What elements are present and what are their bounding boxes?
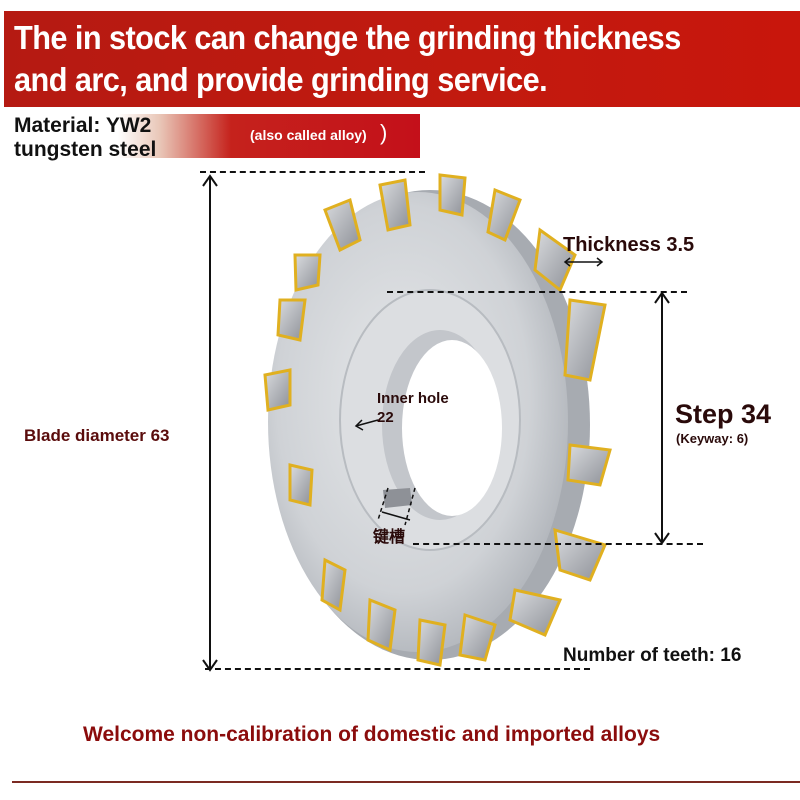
header-line-2: and arc, and provide grinding service. <box>14 61 548 98</box>
bottom-divider <box>12 781 800 783</box>
blade-diameter-arrow <box>202 174 218 672</box>
step-bottom-dashline <box>413 543 703 545</box>
blade-hub <box>339 289 521 551</box>
header-banner: The in stock can change the grinding thi… <box>4 11 800 107</box>
alloy-alias-paren: ) <box>380 120 388 145</box>
inner-hole-label: Inner hole <box>377 390 449 407</box>
thickness-label: Thickness 3.5 <box>563 234 695 256</box>
header-line-1: The in stock can change the grinding thi… <box>14 19 681 56</box>
inner-hole-value: 22 <box>377 409 394 426</box>
keyway-cn-label: 键槽 <box>373 527 406 546</box>
material-label: Material: YW2 tungsten steel <box>14 114 156 162</box>
inner-hole-arrow <box>354 419 379 431</box>
material-band: (also called alloy) ) <box>0 114 420 158</box>
keyway-label: (Keyway: 6) <box>676 431 749 446</box>
top-diameter-dashline <box>200 171 425 173</box>
footer-note: Welcome non-calibration of domestic and … <box>83 723 661 746</box>
step-top-dashline <box>387 291 687 293</box>
material-line-2: tungsten steel <box>14 138 157 161</box>
step-label: Step 34 <box>675 399 772 429</box>
alloy-alias: (also called alloy) <box>250 127 367 143</box>
thickness-arrow <box>563 257 604 267</box>
step-arrow <box>654 291 670 545</box>
bottom-diameter-dashline <box>205 668 590 670</box>
keyway-marker <box>377 487 416 526</box>
blade-teeth <box>263 173 612 667</box>
blade-diameter-label: Blade diameter 63 <box>24 426 170 445</box>
teeth-count-label: Number of teeth: 16 <box>563 645 742 666</box>
material-line-1: Material: YW2 <box>14 114 152 137</box>
